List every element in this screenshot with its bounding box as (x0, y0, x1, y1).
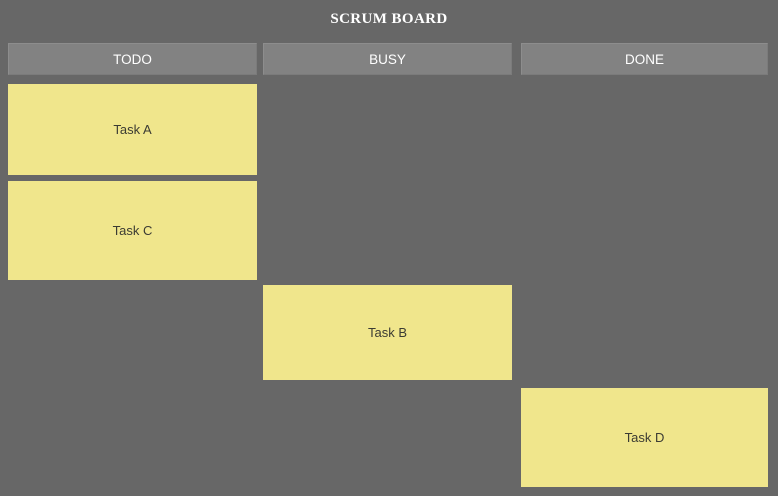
task-card[interactable]: Task C (8, 181, 257, 280)
column-header-todo-label: TODO (113, 51, 152, 67)
task-card-label: Task B (367, 325, 407, 340)
task-card-label: Task D (624, 430, 665, 445)
column-header-done-label: DONE (624, 51, 664, 67)
task-card-label: Task C (112, 223, 153, 238)
column-header-busy[interactable]: BUSY (263, 43, 512, 75)
column-header-todo[interactable]: TODO (8, 43, 257, 75)
task-card-label: Task A (113, 122, 152, 137)
task-card[interactable]: Task D (521, 388, 768, 487)
column-header-busy-label: BUSY (369, 51, 406, 67)
task-card[interactable]: Task B (263, 285, 512, 380)
task-card[interactable]: Task A (8, 84, 257, 175)
page-title: SCRUM BOARD (330, 11, 448, 27)
column-header-done[interactable]: DONE (521, 43, 768, 75)
